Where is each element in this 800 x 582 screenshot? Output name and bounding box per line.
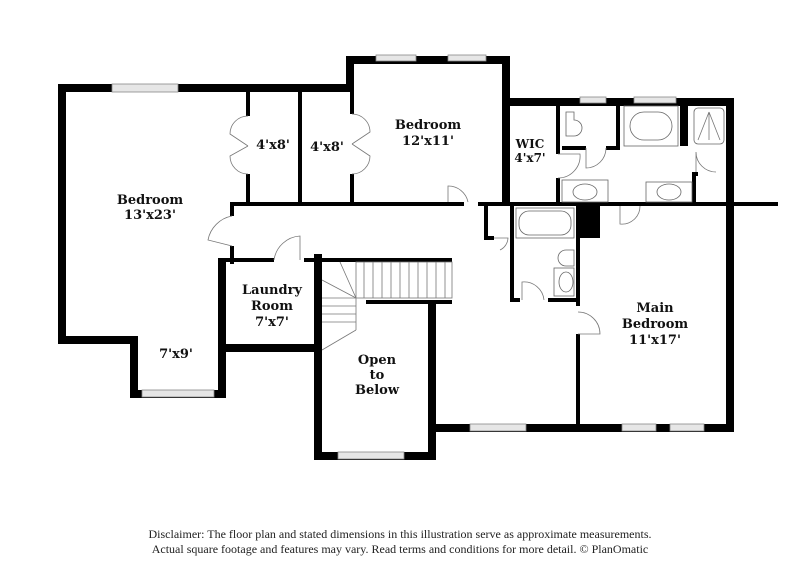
laundry-name-line2: Room <box>251 299 293 314</box>
disclaimer: Disclaimer: The floor plan and stated di… <box>0 527 800 557</box>
room-labels: Bedroom 13'x23' 4'x8' 4'x8' Bedroom 12'x… <box>117 118 689 398</box>
fixtures <box>515 105 725 297</box>
staircase <box>321 261 453 351</box>
open-below-line3: Below <box>355 383 400 398</box>
bedroom2-name: Bedroom <box>395 118 462 133</box>
closet1-dimensions: 4'x8' <box>256 138 290 153</box>
bedroom2-dimensions: 12'x11' <box>402 134 454 149</box>
closet2-dimensions: 4'x8' <box>310 140 344 155</box>
laundry-dimensions: 7'x7' <box>255 315 289 330</box>
bedroom1-name: Bedroom <box>117 193 184 208</box>
wic-dimensions: 4'x7' <box>514 151 545 165</box>
doors <box>207 113 717 335</box>
windows <box>111 54 705 460</box>
open-below-line1: Open <box>358 353 397 368</box>
bedroom1-dimensions: 13'x23' <box>124 208 176 223</box>
interior-walls <box>218 92 778 430</box>
wic-name: WIC <box>515 137 545 151</box>
exterior-walls <box>58 56 734 460</box>
open-below-line2: to <box>370 368 385 383</box>
main-bedroom-line1: Main <box>636 301 674 316</box>
disclaimer-line2: Actual square footage and features may v… <box>151 542 649 556</box>
main-bedroom-dimensions: 11'x17' <box>629 333 681 348</box>
laundry-name-line1: Laundry <box>242 283 302 298</box>
main-bedroom-line2: Bedroom <box>622 317 689 332</box>
disclaimer-line1: Disclaimer: The floor plan and stated di… <box>148 527 652 541</box>
alcove-dimensions: 7'x9' <box>159 347 193 362</box>
